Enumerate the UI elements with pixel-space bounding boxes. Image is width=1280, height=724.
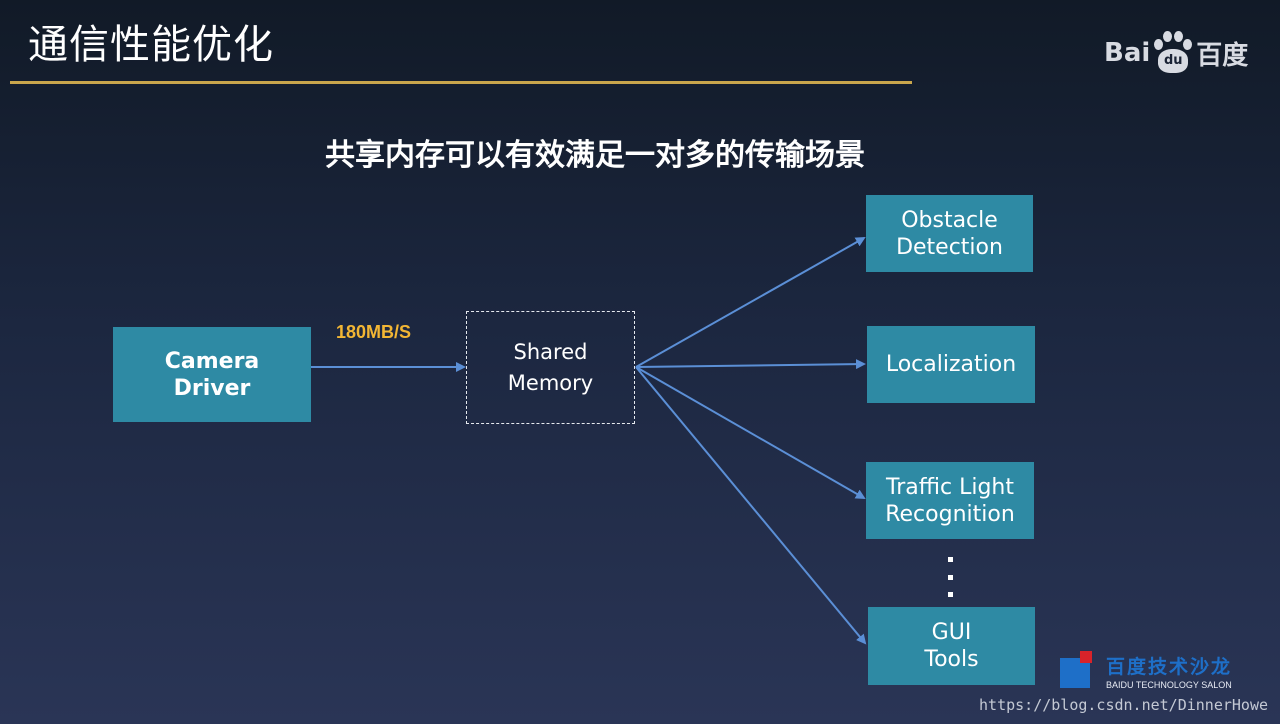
- logo-paw-text: du: [1158, 49, 1189, 73]
- salon-logo-icon: [1060, 651, 1092, 688]
- source-watermark: https://blog.csdn.net/DinnerHowe: [979, 696, 1268, 714]
- arrow-memory-to-obstacle: [635, 237, 866, 368]
- gui-tools-box: GUI Tools: [868, 607, 1035, 685]
- arrow-memory-to-gui: [635, 366, 867, 645]
- data-rate-label: 180MB/S: [336, 322, 412, 342]
- ellipsis-more-targets: [940, 557, 960, 597]
- traffic-light-recognition-box: Traffic Light Recognition: [866, 462, 1034, 539]
- slide-title: 通信性能优化: [28, 22, 274, 68]
- logo-text-right: 百度: [1196, 40, 1249, 71]
- localization-box: Localization: [867, 326, 1035, 403]
- logo-text-left: Bai: [1104, 38, 1151, 68]
- baidu-logo: Bai du 百度: [1104, 28, 1248, 78]
- obstacle-detection-box: Obstacle Detection: [866, 195, 1033, 272]
- paw-icon: du: [1152, 31, 1194, 75]
- salon-name-cn: 百度技术沙龙: [1106, 656, 1233, 678]
- salon-name-en: BAIDU TECHNOLOGY SALON: [1106, 680, 1232, 690]
- shared-memory-box: Shared Memory: [466, 311, 635, 424]
- arrow-memory-to-traffic: [635, 366, 866, 499]
- title-underline: [10, 81, 912, 84]
- camera-driver-box: Camera Driver: [113, 327, 311, 422]
- baidu-technology-salon-logo: 百度技术沙龙 BAIDU TECHNOLOGY SALON: [1060, 650, 1250, 694]
- slide-subtitle: 共享内存可以有效满足一对多的传输场景: [325, 138, 865, 173]
- arrow-memory-to-localization: [635, 359, 866, 370]
